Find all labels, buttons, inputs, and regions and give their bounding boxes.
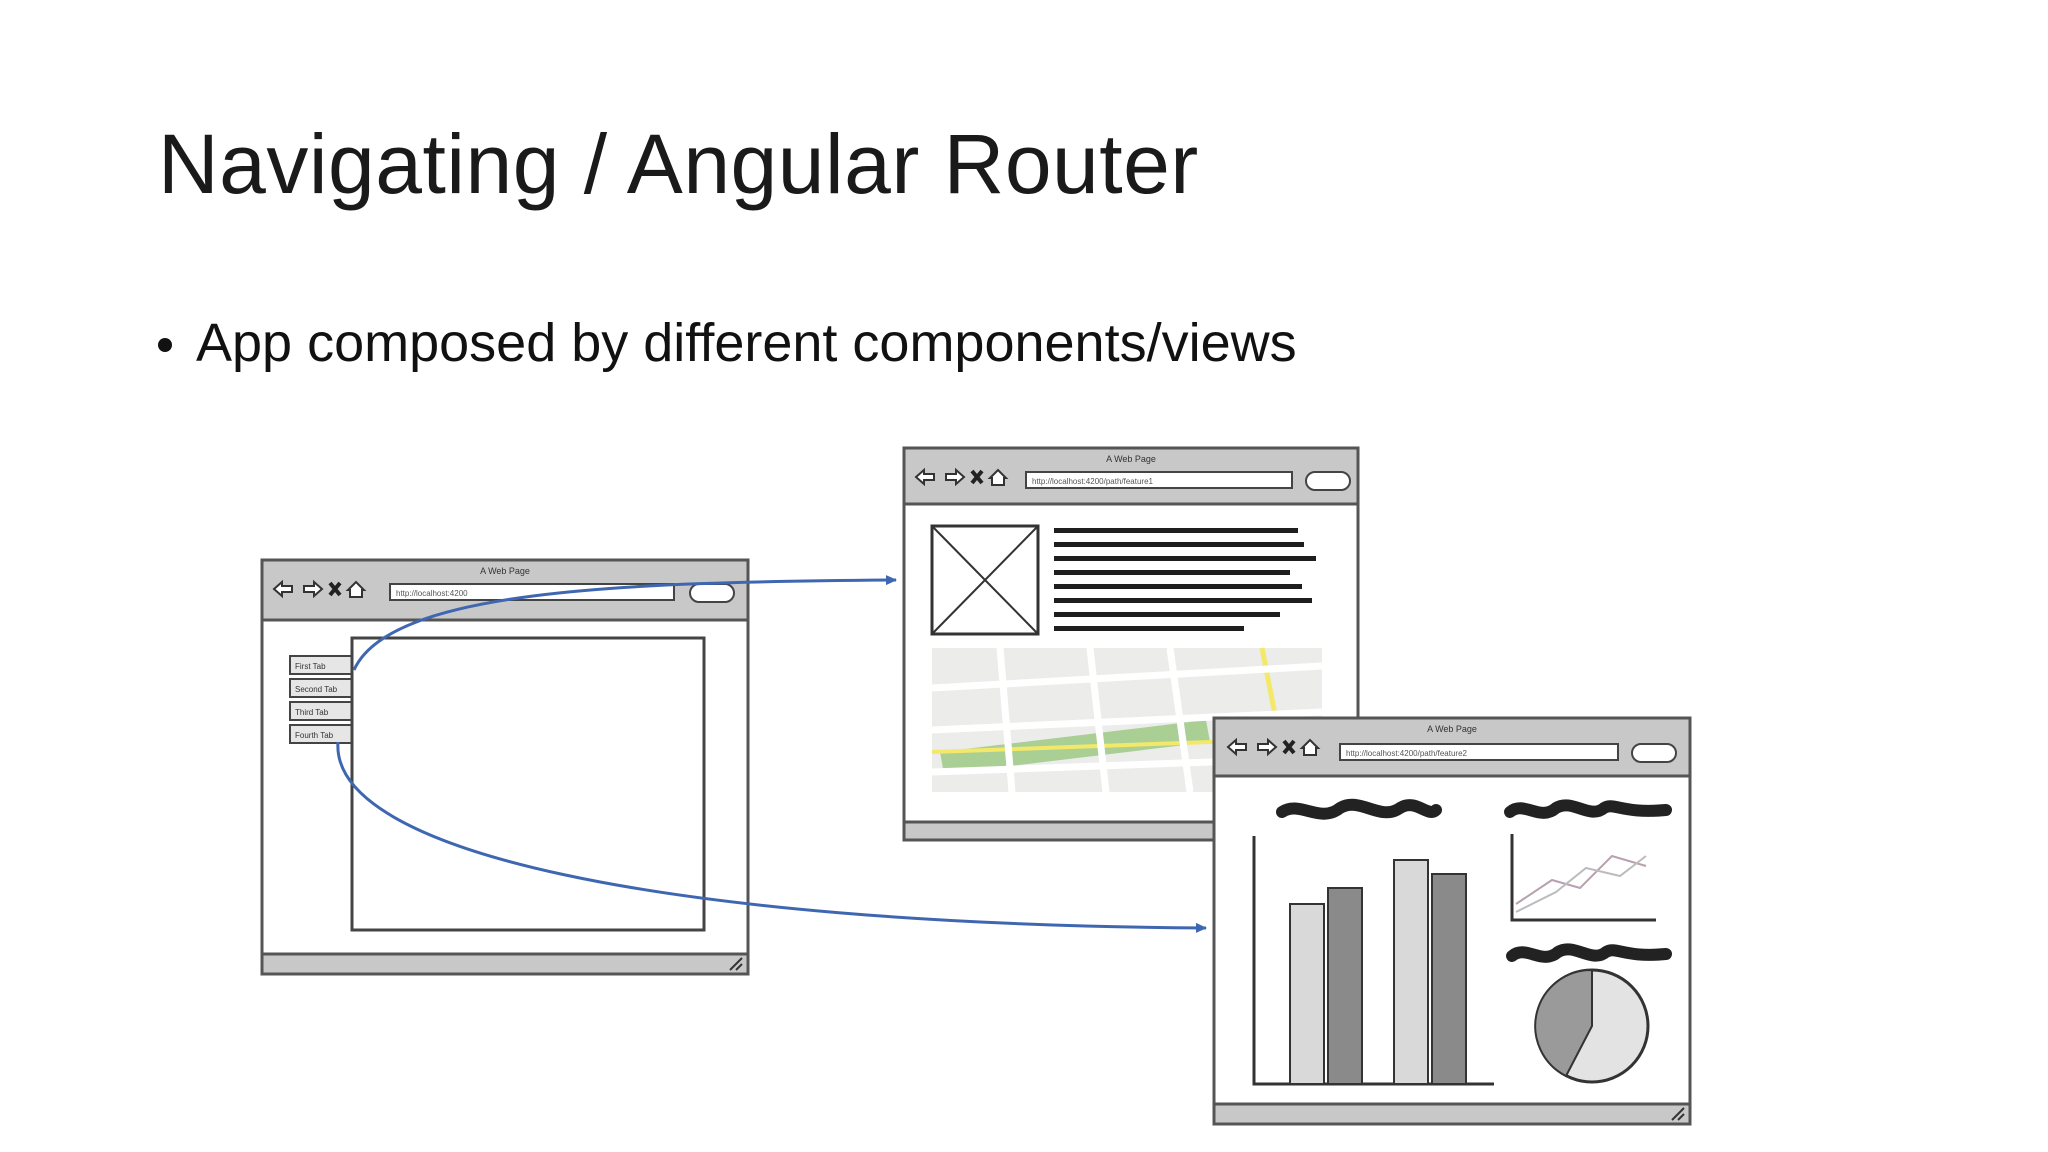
main-nav-icons	[272, 579, 367, 599]
bar-2	[1327, 887, 1363, 1085]
feature1-nav-icons	[914, 467, 1009, 487]
feature1-url-bar	[1025, 471, 1293, 489]
line-series-1	[1515, 854, 1647, 905]
image-placeholder-icon	[930, 524, 1040, 636]
main-url-text: http://localhost:4200	[396, 589, 468, 598]
pie-chart	[1534, 968, 1650, 1084]
feature1-text-block	[1054, 528, 1316, 631]
back-arrow-icon	[272, 579, 293, 599]
feature2-url-bar	[1339, 743, 1619, 761]
home-icon	[1299, 738, 1321, 756]
map-streets	[931, 647, 1323, 793]
feature2-search-pill	[1631, 743, 1677, 763]
slide-title: Navigating / Angular Router	[158, 117, 1199, 211]
bar-1	[1289, 903, 1325, 1085]
tab-fourth-label: Fourth Tab	[295, 731, 334, 740]
line-chart	[1510, 834, 1656, 922]
main-window-mockup: A Web Page http://localhost:4200 First T…	[260, 558, 750, 976]
bar-chart	[1252, 836, 1494, 1086]
bullet-dot-icon	[158, 338, 172, 352]
feature1-window-title: A Web Page	[1106, 454, 1156, 464]
main-window-title: A Web Page	[480, 566, 530, 576]
route-arrow-to-feature1	[352, 575, 897, 671]
scribble-heading-right-bottom	[1506, 943, 1672, 963]
tab-third-label: Third Tab	[295, 708, 329, 717]
line-series-2	[1515, 855, 1647, 913]
tab-first-label: First Tab	[295, 662, 326, 671]
bar-4	[1431, 873, 1467, 1085]
home-icon	[987, 468, 1009, 486]
route-arrow-to-feature2	[336, 741, 1207, 933]
forward-arrow-icon	[1257, 737, 1278, 757]
resize-grip-icon	[1671, 1107, 1685, 1121]
feature2-nav-icons	[1226, 737, 1321, 757]
pie-slice-dark	[1534, 968, 1593, 1078]
line-chart-axes	[1510, 834, 1656, 922]
feature1-url-text: http://localhost:4200/path/feature1	[1032, 477, 1154, 486]
tab-second-label: Second Tab	[295, 685, 338, 694]
feature2-window-title: A Web Page	[1427, 724, 1477, 734]
feature2-status-bar	[1212, 1102, 1692, 1126]
bar-3	[1393, 859, 1429, 1085]
back-arrow-icon	[914, 467, 935, 487]
main-status-bar	[260, 952, 750, 976]
close-x-icon	[328, 581, 342, 597]
scribble-heading-left	[1276, 798, 1442, 820]
feature2-url-text: http://localhost:4200/path/feature2	[1346, 749, 1468, 758]
main-content-area	[350, 636, 706, 932]
bullet-text: App composed by different components/vie…	[196, 313, 1297, 373]
bullet-item: App composed by different components/vie…	[158, 312, 1297, 374]
resize-grip-icon	[729, 957, 743, 971]
scribble-heading-right-top	[1504, 799, 1672, 819]
main-search-pill	[689, 583, 735, 603]
main-tab-list: First Tab Second Tab Third Tab Fourth Ta…	[289, 655, 353, 744]
close-x-icon	[970, 469, 984, 485]
feature1-search-pill	[1305, 471, 1351, 491]
back-arrow-icon	[1226, 737, 1247, 757]
forward-arrow-icon	[945, 467, 966, 487]
close-x-icon	[1282, 739, 1296, 755]
feature2-window-mockup: A Web Page http://localhost:4200/path/fe…	[1212, 716, 1692, 1126]
home-icon	[345, 580, 367, 598]
forward-arrow-icon	[303, 579, 324, 599]
